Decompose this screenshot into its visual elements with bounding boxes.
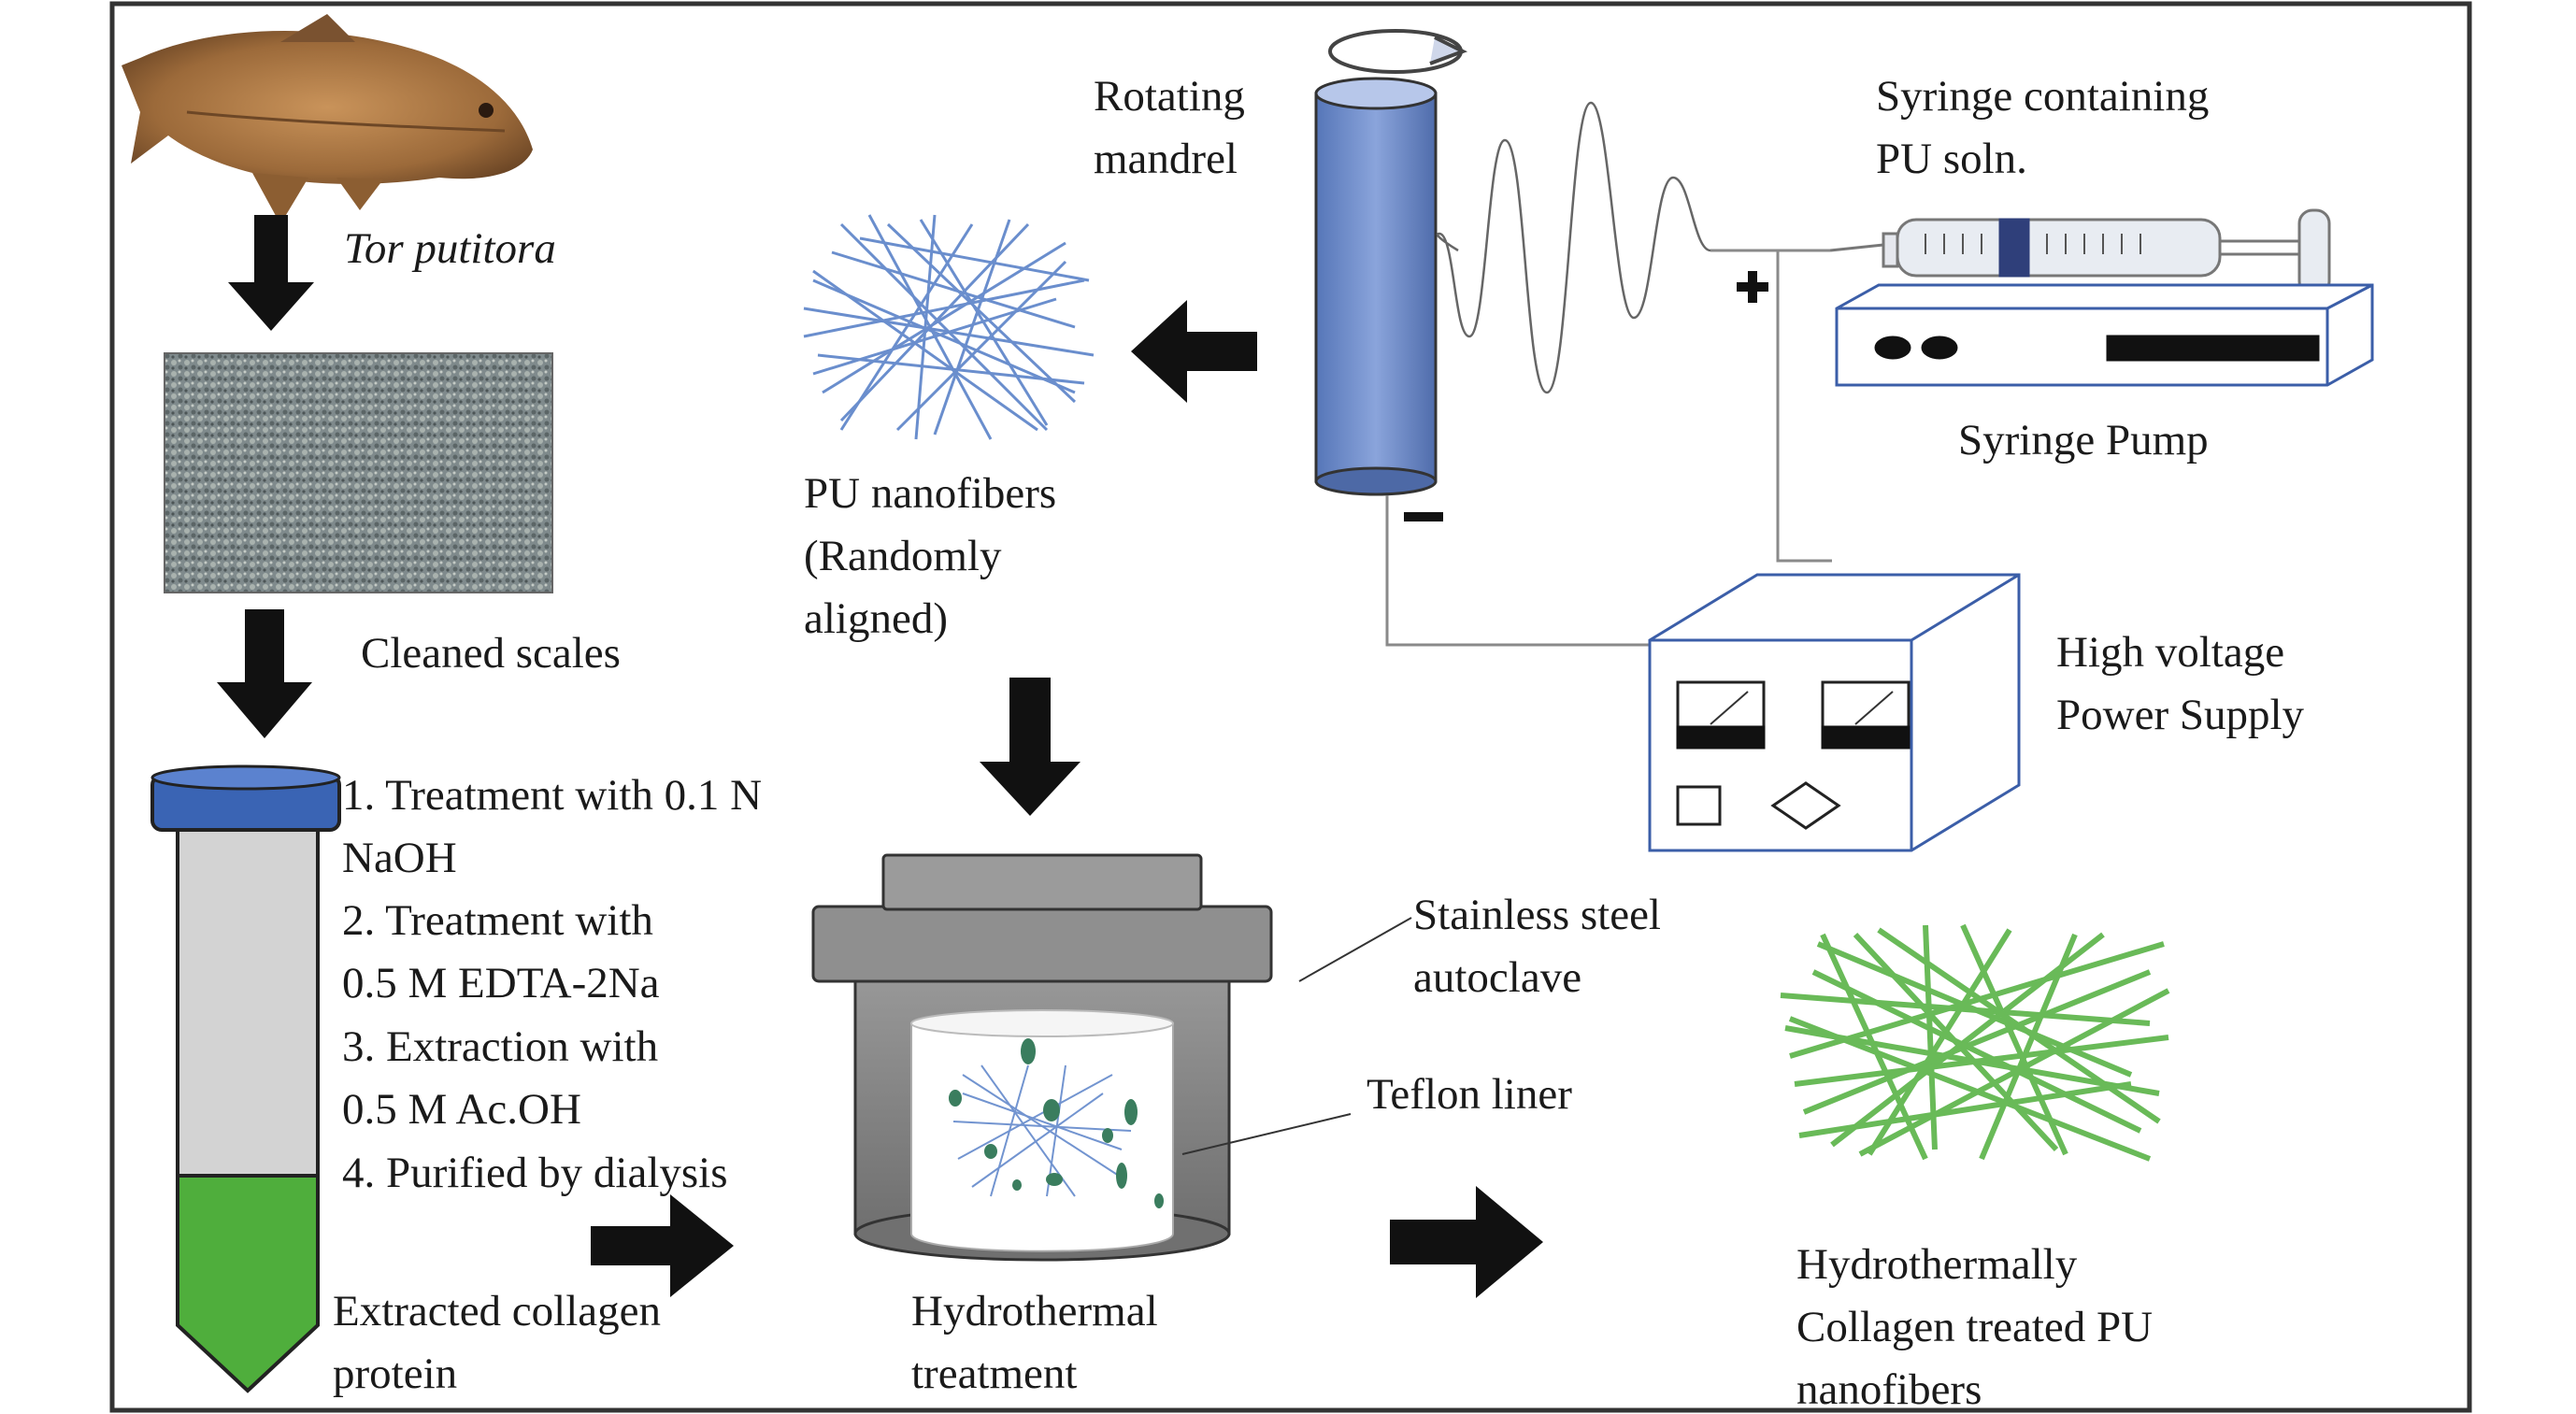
pu-nanofibers-label: PU nanofibers (Randomly aligned) bbox=[804, 469, 1057, 643]
centrifuge-tube-icon bbox=[150, 764, 341, 1393]
power-supply-icon bbox=[1648, 573, 2021, 852]
nanofiber-mat-icon bbox=[803, 214, 1095, 440]
step-2-label: 2. Treatment with 0.5 M EDTA-2Na bbox=[342, 896, 660, 1007]
treated-nanofibers-label: Hydrothermally Collagen treated PU nanof… bbox=[1796, 1240, 2154, 1414]
leader-lines bbox=[1181, 917, 1412, 1155]
step-1-label: 1. Treatment with 0.1 N NaOH bbox=[342, 771, 763, 882]
fish-scales-photo bbox=[164, 352, 553, 593]
step-4-label: 4. Purified by dialysis bbox=[342, 1149, 728, 1197]
teflon-liner-label: Teflon liner bbox=[1367, 1070, 1572, 1119]
right-arrow-icon bbox=[1390, 1186, 1543, 1298]
down-arrow-icon bbox=[980, 678, 1080, 816]
power-supply-label: High voltage Power Supply bbox=[2056, 628, 2305, 739]
down-arrow-icon bbox=[217, 609, 312, 738]
hydrothermal-label: Hydrothermal treatment bbox=[911, 1287, 1158, 1398]
electrospinning-jet-icon bbox=[1436, 101, 1711, 394]
rotating-mandrel-icon bbox=[1314, 77, 1438, 496]
fish-photo bbox=[122, 14, 533, 224]
extracted-collagen-label: Extracted collagen protein bbox=[333, 1287, 662, 1398]
circuit-wires bbox=[1385, 249, 1832, 647]
green-nanofiber-mat-icon bbox=[1780, 923, 2170, 1162]
left-arrow-icon bbox=[1131, 300, 1257, 403]
species-label: Tor putitora bbox=[344, 224, 556, 273]
down-arrow-icon bbox=[228, 215, 314, 331]
cleaned-scales-label: Cleaned scales bbox=[361, 629, 621, 678]
rotating-mandrel-label: Rotating mandrel bbox=[1094, 72, 1245, 183]
syringe-icon bbox=[1829, 208, 2331, 296]
syringe-label: Syringe containing PU soln. bbox=[1876, 72, 2210, 183]
syringe-pump-label: Syringe Pump bbox=[1958, 416, 2209, 464]
autoclave-icon bbox=[811, 853, 1273, 1262]
autoclave-label: Stainless steel autoclave bbox=[1413, 891, 1661, 1002]
syringe-pump-icon bbox=[1835, 283, 2374, 387]
plus-sign-icon bbox=[1737, 271, 1768, 303]
figure-frame bbox=[109, 1, 2472, 1413]
right-arrow-icon bbox=[591, 1194, 734, 1297]
minus-sign-icon bbox=[1404, 512, 1443, 521]
rotation-arrow-icon bbox=[1328, 29, 1468, 74]
step-3-label: 3. Extraction with 0.5 M Ac.OH bbox=[342, 1022, 659, 1134]
